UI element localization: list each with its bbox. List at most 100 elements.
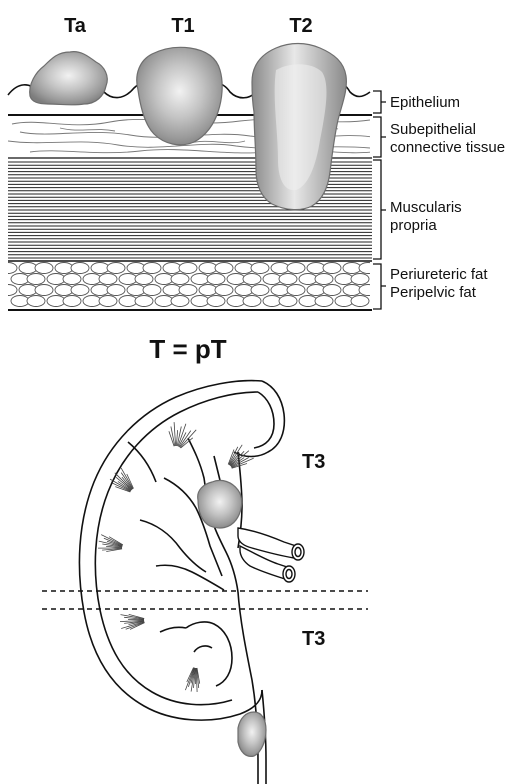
papilla-line	[121, 622, 144, 629]
fat-cell	[251, 263, 269, 274]
fat-cell	[299, 296, 317, 307]
stage-label-t3-ureter: T3	[302, 628, 325, 650]
fat-cell	[191, 274, 209, 285]
fat-cell	[71, 263, 89, 274]
fat-cell	[119, 296, 137, 307]
fat-cell	[315, 296, 333, 307]
fat-cell	[99, 296, 117, 307]
fat-cell	[91, 285, 109, 296]
fat-cell	[199, 263, 217, 274]
fat-cell	[83, 296, 101, 307]
kidney-outer-capsule	[79, 381, 262, 720]
fat-cell	[11, 296, 29, 307]
fat-cell	[127, 263, 145, 274]
label-muscularis-1: Muscularis	[390, 199, 462, 216]
fat-cell	[279, 274, 297, 285]
fat-cell	[63, 296, 81, 307]
fat-cell	[163, 285, 181, 296]
fat-cell	[135, 274, 153, 285]
stage-label-ta: Ta	[64, 15, 87, 37]
fat-cell	[215, 285, 233, 296]
fat-cell	[279, 296, 297, 307]
fat-cell	[27, 274, 45, 285]
fat-cell	[179, 285, 197, 296]
label-muscularis-2: propria	[390, 217, 437, 234]
fat-cell	[155, 274, 173, 285]
fat-cell	[171, 274, 189, 285]
fat-cell	[287, 285, 305, 296]
layer-brackets	[373, 91, 386, 309]
fat-cell	[263, 274, 281, 285]
fat-cell	[27, 296, 45, 307]
fat-cell	[207, 296, 225, 307]
papilla-line	[185, 668, 194, 691]
fat-cell	[155, 296, 173, 307]
papilla-line	[101, 535, 122, 546]
fat-cell	[263, 296, 281, 307]
fat-cells	[0, 263, 377, 307]
fat-cell	[215, 263, 233, 274]
label-epithelium: Epithelium	[390, 94, 460, 111]
fat-cell	[251, 285, 269, 296]
fat-cell	[359, 285, 377, 296]
fat-cell	[307, 263, 325, 274]
fat-cell	[91, 263, 109, 274]
fat-cell	[335, 296, 353, 307]
cut-lines	[42, 591, 368, 609]
fat-cell	[47, 296, 65, 307]
renal-papillae	[98, 422, 254, 692]
fat-cell	[243, 274, 261, 285]
fat-cell	[351, 274, 369, 285]
fat-cell	[19, 263, 37, 274]
fat-cell	[107, 285, 125, 296]
fat-cell	[243, 296, 261, 307]
label-fat-1: Periureteric fat	[390, 266, 488, 283]
fat-cell	[35, 263, 53, 274]
fat-cell	[227, 296, 245, 307]
label-subepithelial-1: Subepithelial	[390, 121, 476, 138]
fat-cell	[191, 296, 209, 307]
fat-cell	[235, 263, 253, 274]
fat-cell	[35, 285, 53, 296]
fat-cell	[71, 285, 89, 296]
fat-cell	[107, 263, 125, 274]
fat-cell	[351, 296, 369, 307]
tumor-ta	[30, 52, 108, 105]
fat-cell	[343, 285, 361, 296]
formula-label: T = pT	[149, 334, 226, 364]
stage-label-t2: T2	[289, 15, 312, 37]
fat-cell	[179, 263, 197, 274]
tumor-t3-ureter	[238, 712, 266, 756]
stage-label-t3-pelvis: T3	[302, 451, 325, 473]
fat-cell	[271, 285, 289, 296]
fat-cell	[287, 263, 305, 274]
fat-cell	[143, 263, 161, 274]
fat-cell	[335, 274, 353, 285]
tumor-t3-pelvis	[198, 480, 242, 528]
fat-cell	[271, 263, 289, 274]
fat-cell	[235, 285, 253, 296]
fat-cell	[83, 274, 101, 285]
fat-cell	[227, 274, 245, 285]
fat-cell	[47, 274, 65, 285]
fat-cell	[0, 263, 17, 274]
tumor-t1	[137, 47, 222, 145]
fat-cell	[0, 285, 17, 296]
fat-cell	[63, 274, 81, 285]
fat-cell	[343, 263, 361, 274]
fat-cell	[207, 274, 225, 285]
fat-cell	[119, 274, 137, 285]
fat-cell	[171, 296, 189, 307]
fat-cell	[19, 285, 37, 296]
fat-cell	[299, 274, 317, 285]
fat-cell	[163, 263, 181, 274]
fat-cell	[199, 285, 217, 296]
fat-cell	[315, 274, 333, 285]
fat-cell	[323, 285, 341, 296]
fat-cell	[55, 285, 73, 296]
label-fat-2: Peripelvic fat	[390, 284, 477, 301]
fat-cell	[99, 274, 117, 285]
renal-vessels	[238, 528, 304, 582]
stage-label-t1: T1	[171, 15, 194, 37]
